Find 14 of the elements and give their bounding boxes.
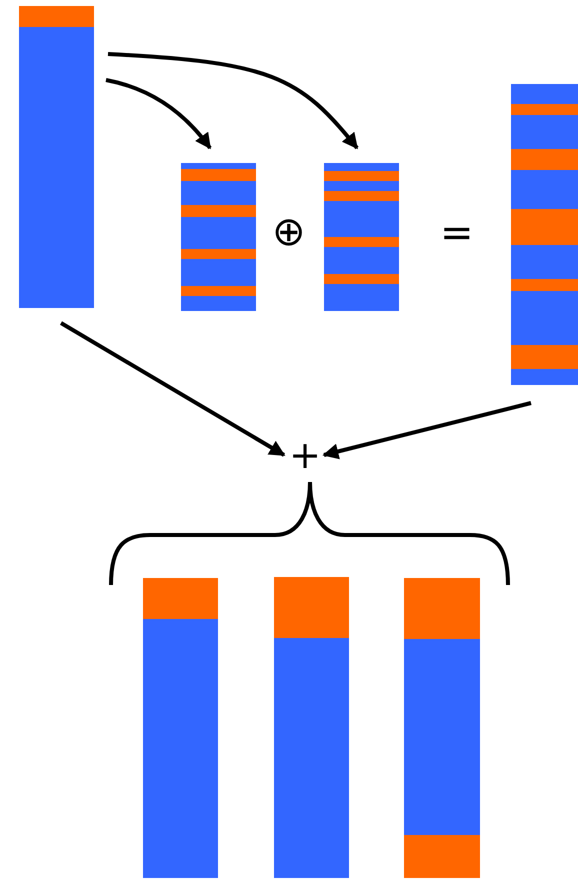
plus-sign: + — [288, 436, 322, 474]
striped-bar — [324, 163, 399, 311]
striped-bar — [274, 577, 349, 878]
arrow — [60, 321, 286, 457]
arrow — [108, 52, 359, 150]
arrow — [322, 401, 532, 460]
striped-bar — [511, 84, 578, 385]
striped-bar — [143, 578, 218, 878]
striped-bar — [181, 163, 256, 311]
striped-bar — [404, 578, 480, 878]
striped-bar — [19, 6, 94, 308]
operator-symbol: = — [440, 213, 474, 253]
operator-symbol: ⊕ — [272, 212, 306, 252]
arrow — [106, 78, 212, 150]
